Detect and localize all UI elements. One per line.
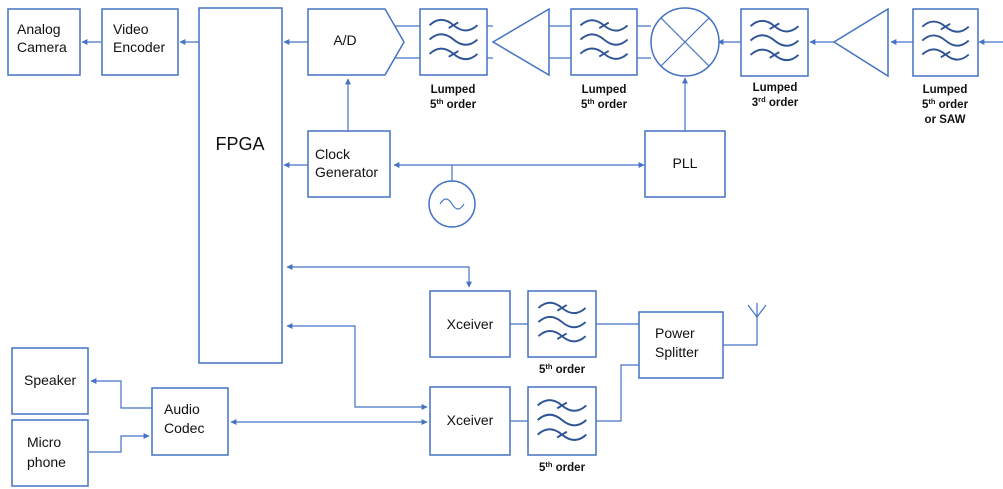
- caption-line1: Lumped: [923, 84, 968, 96]
- caption-order: 5th order: [539, 460, 586, 474]
- caption-order: 3rd order: [752, 95, 799, 109]
- pll-block: PLL: [644, 130, 726, 198]
- oscillator: [428, 180, 476, 228]
- fpga-block: FPGA: [198, 7, 283, 364]
- video-encoder-line1: Video: [113, 21, 149, 37]
- pll-label: PLL: [673, 155, 698, 171]
- filter-4: [912, 8, 979, 77]
- video-encoder-line2: Encoder: [113, 39, 165, 55]
- analog-camera-block: Analog Camera: [7, 8, 81, 76]
- fpga-label: FPGA: [215, 134, 264, 154]
- filter-3-caption: Lumped 3rd order: [752, 82, 799, 109]
- xceiver-bottom-label: Xceiver: [447, 412, 494, 428]
- filter-3: [740, 8, 809, 77]
- audio-codec-line1: Audio: [164, 401, 200, 417]
- speaker-block: Speaker: [11, 347, 89, 415]
- audio-codec-line2: Codec: [164, 420, 204, 436]
- audio-codec-block: Audio Codec: [151, 387, 229, 456]
- filter-1-caption: Lumped 5th order: [430, 84, 477, 111]
- clock-generator-line2: Generator: [315, 164, 378, 180]
- caption-order: 5th order: [922, 97, 969, 111]
- filter-2: [570, 8, 638, 76]
- wire-splitter-to-antenna: [723, 317, 758, 346]
- microphone-line1: Micro: [27, 434, 61, 450]
- caption-line1: Lumped: [753, 82, 798, 94]
- microphone-block: Micro phone: [11, 419, 89, 487]
- clock-generator-line1: Clock: [315, 146, 351, 162]
- filter-4-caption: Lumped 5th order or SAW: [922, 84, 969, 126]
- filter-5: [527, 290, 597, 358]
- power-splitter-block: Power Splitter: [638, 311, 724, 379]
- xceiver-top-label: Xceiver: [447, 316, 494, 332]
- filter-6-caption: 5th order: [539, 460, 586, 474]
- amplifier-icon: [491, 7, 550, 77]
- video-encoder-block: Video Encoder: [101, 8, 179, 76]
- caption-line1: Lumped: [431, 84, 476, 96]
- caption-order: 5th order: [430, 97, 477, 111]
- xceiver-top-block: Xceiver: [429, 290, 511, 358]
- filter-6: [527, 386, 597, 456]
- clock-generator-block: Clock Generator: [307, 130, 391, 198]
- caption-order: 5th order: [539, 362, 586, 376]
- caption-line3: or SAW: [925, 114, 966, 126]
- mixer: [650, 7, 720, 77]
- adc-label: A/D: [333, 32, 356, 48]
- amplifier-2: [832, 7, 889, 78]
- speaker-label: Speaker: [24, 372, 76, 388]
- antenna-icon: [747, 303, 767, 318]
- power-splitter-line2: Splitter: [655, 344, 699, 360]
- caption-line1: Lumped: [582, 84, 627, 96]
- adc-block: A/D: [307, 8, 405, 76]
- wire-codec-to-speaker: [90, 378, 152, 409]
- amplifier-icon: [832, 7, 889, 78]
- analog-camera-line1: Analog: [17, 21, 61, 37]
- xceiver-bottom-block: Xceiver: [429, 386, 511, 456]
- microphone-line2: phone: [27, 454, 66, 470]
- wire-filter6-to-splitter: [596, 364, 639, 422]
- filter-5-caption: 5th order: [539, 362, 586, 376]
- caption-order: 5th order: [581, 97, 628, 111]
- wire-fpga-to-xceiver-bottom: [286, 323, 428, 410]
- wire-mic-to-codec: [89, 433, 150, 453]
- filter-1: [419, 8, 488, 76]
- analog-camera-line2: Camera: [17, 39, 67, 55]
- connections: [81, 25, 1003, 453]
- filter-2-caption: Lumped 5th order: [581, 84, 628, 111]
- amplifier-1: [491, 7, 550, 77]
- wire-fpga-to-xceiver-top: [286, 264, 472, 288]
- power-splitter-line1: Power: [655, 325, 695, 341]
- antenna: [747, 303, 767, 318]
